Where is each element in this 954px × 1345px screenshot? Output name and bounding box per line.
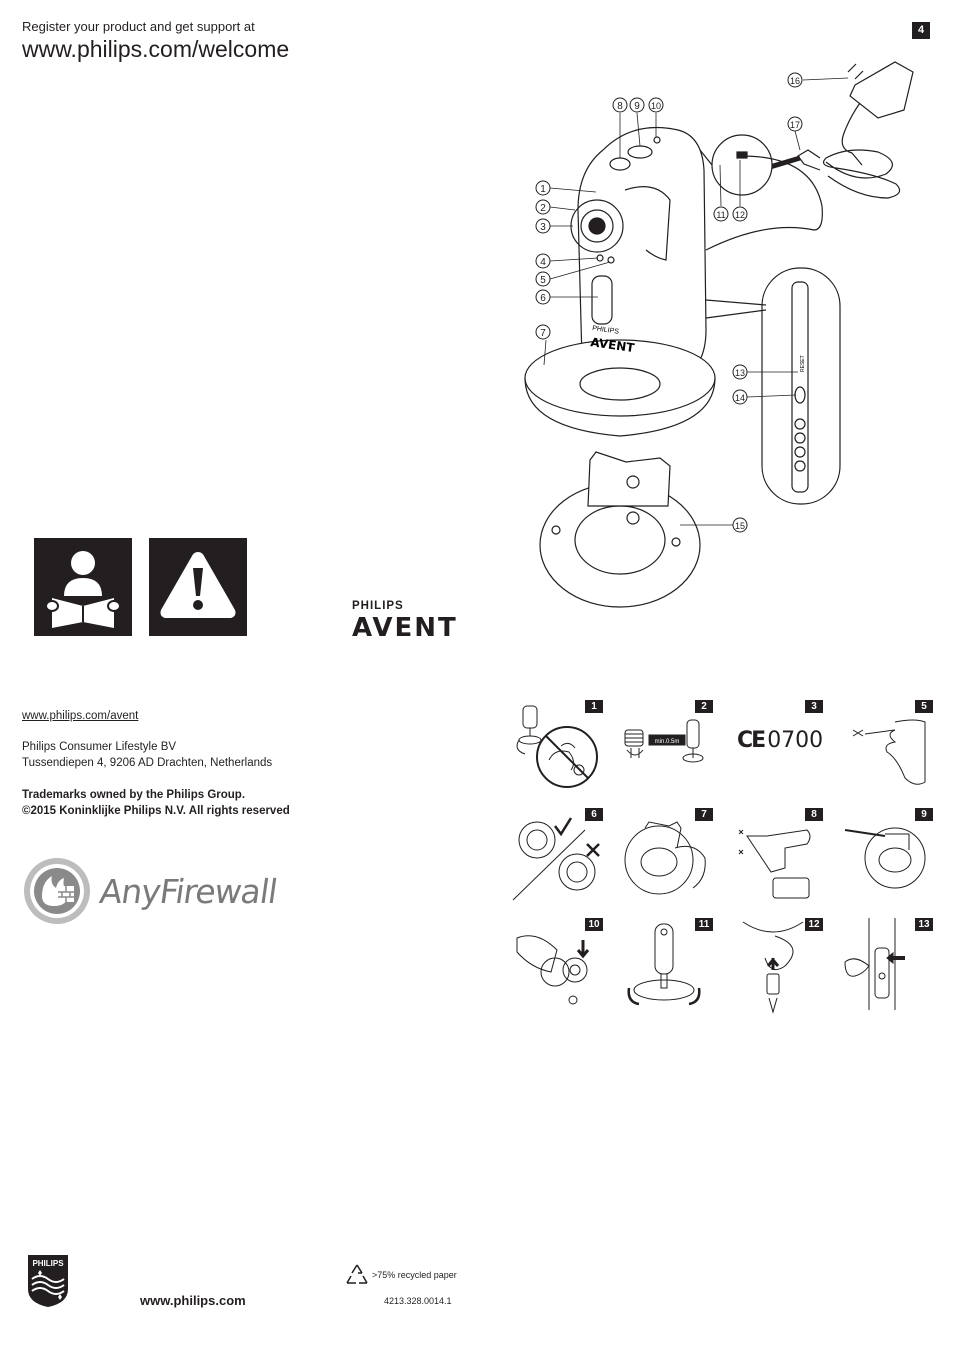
address-line-2: Tussendiepen 4, 9206 AD Drachten, Nether… [22, 757, 273, 769]
callout-7: 7 [535, 324, 551, 340]
step-6: 6 [505, 808, 603, 906]
anyfirewall-text: AnyFirewall [97, 871, 280, 911]
svg-text:10: 10 [651, 101, 661, 111]
callout-8: 8 [612, 97, 628, 113]
svg-text:11: 11 [716, 210, 725, 220]
product-diagram: PHILIPS AVENT RESET 1 2 3 4 5 6 7 8 9 10… [524, 61, 914, 608]
callout-4: 4 [535, 253, 551, 269]
step-10: 10 [505, 918, 603, 1016]
callout-12: 12 [732, 206, 748, 222]
step-6-label: 6 [585, 808, 603, 821]
philips-avent-logo: PHILIPS AVENT [352, 600, 458, 642]
step-5-label: 5 [915, 700, 933, 713]
svg-text:13: 13 [735, 368, 745, 378]
step-2-distance-text: min.0.5m [655, 739, 680, 745]
callout-13: 13 [732, 364, 748, 380]
callout-6: 6 [535, 289, 551, 305]
callout-15: 15 [732, 517, 748, 533]
step-7-label: 7 [695, 808, 713, 821]
bottom-url[interactable]: www.philips.com [140, 1293, 246, 1308]
ce-mark-number: 0700 [767, 728, 824, 753]
svg-text:1: 1 [540, 184, 546, 195]
shield-text: PHILIPS [32, 1259, 64, 1268]
step-12-label: 12 [805, 918, 823, 931]
svg-text:3: 3 [540, 222, 546, 233]
callout-16: 16 [787, 72, 803, 88]
step-1-label: 1 [585, 700, 603, 713]
device-brand-text: PHILIPS [592, 325, 620, 336]
warning-icon [149, 538, 247, 636]
callout-10: 10 [648, 97, 664, 113]
document-code: 4213.328.0014.1 [384, 1296, 452, 1306]
recycled-text: >75% recycled paper [372, 1270, 457, 1280]
svg-text:9: 9 [634, 101, 640, 112]
step-9-label: 9 [915, 808, 933, 821]
svg-text:14: 14 [735, 393, 745, 403]
step-5: 5 [835, 700, 933, 798]
step-12: 12 [725, 918, 823, 1016]
avent-link[interactable]: www.philips.com/avent [22, 710, 139, 722]
read-manual-icon [34, 538, 132, 636]
callout-9: 9 [629, 97, 645, 113]
trademark: Trademarks owned by the Philips Group. ©… [22, 787, 290, 819]
svg-text:16: 16 [790, 76, 800, 86]
callout-5: 5 [535, 271, 551, 287]
step-11: 11 [615, 918, 713, 1016]
device-avent-text: AVENT [590, 335, 637, 355]
page-number: 4 [912, 22, 930, 39]
zoom-circle-top [711, 134, 773, 196]
step-2-label: 2 [695, 700, 713, 713]
svg-text:2: 2 [540, 203, 546, 214]
device-reset-text: RESET [800, 355, 806, 372]
recycled-notice: >75% recycled paper [344, 1263, 457, 1287]
anyfirewall-logo: AnyFirewall [22, 856, 280, 926]
svg-text:12: 12 [735, 210, 745, 220]
power-adapter [849, 61, 914, 119]
recycle-icon [346, 1264, 368, 1284]
logo-product: AVENT [352, 613, 458, 643]
step-13-label: 13 [915, 918, 933, 931]
register-text: Register your product and get support at [22, 19, 255, 34]
svg-text:6: 6 [540, 293, 546, 304]
trademark-line-2: ©2015 Koninklijke Philips N.V. All right… [22, 805, 290, 817]
plug-pins [847, 63, 864, 80]
callout-3: 3 [535, 218, 551, 234]
step-2: min.0.5m 2 [615, 700, 713, 798]
callout-11: 11 [713, 206, 729, 222]
callout-17: 17 [787, 116, 803, 132]
zoom-side-panel [761, 267, 841, 505]
step-9: 9 [835, 808, 933, 906]
step-7: 7 [615, 808, 713, 906]
svg-text:8: 8 [617, 101, 623, 112]
logo-brand: PHILIPS [352, 600, 404, 612]
svg-text:15: 15 [735, 521, 745, 531]
anyfirewall-icon [24, 858, 90, 924]
step-10-label: 10 [585, 918, 603, 931]
svg-text:4: 4 [540, 257, 546, 268]
microphone-grill [591, 275, 613, 325]
step-1: 1 [505, 700, 603, 798]
step-8-label: 8 [805, 808, 823, 821]
step-3-label: 3 [805, 700, 823, 713]
svg-text:17: 17 [790, 120, 800, 130]
philips-shield-logo: PHILIPS [24, 1253, 72, 1314]
step-8: 8 [725, 808, 823, 906]
address: Philips Consumer Lifestyle BV Tussendiep… [22, 739, 272, 771]
callout-14: 14 [732, 389, 748, 405]
svg-text:5: 5 [540, 275, 546, 286]
callout-1: 1 [535, 180, 551, 196]
step-13: 13 [835, 918, 933, 1016]
svg-text:7: 7 [540, 328, 546, 339]
address-line-1: Philips Consumer Lifestyle BV [22, 741, 177, 753]
welcome-url[interactable]: www.philips.com/welcome [22, 36, 290, 62]
trademark-line-1: Trademarks owned by the Philips Group. [22, 789, 246, 801]
callout-2: 2 [535, 199, 551, 215]
step-11-label: 11 [695, 918, 713, 931]
